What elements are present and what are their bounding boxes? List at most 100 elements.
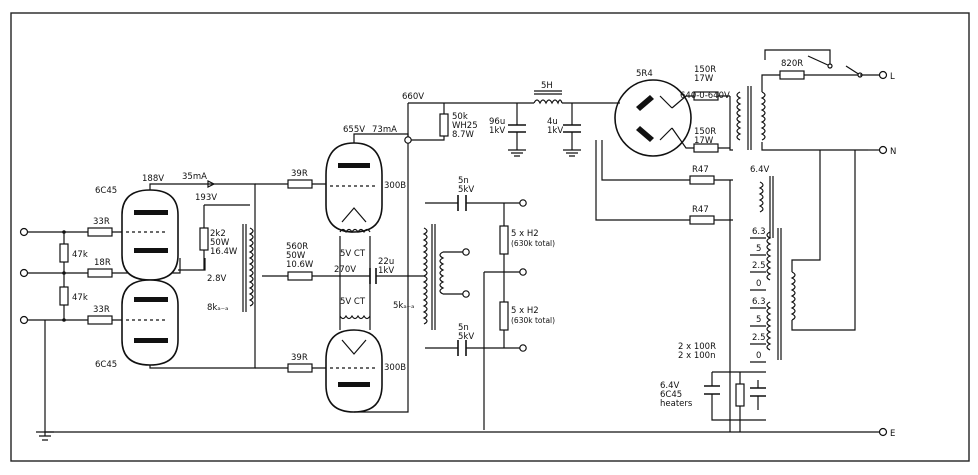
label-terminal-l: L xyxy=(890,72,895,82)
resistor-33r-bot xyxy=(87,315,113,325)
svg-text:6.3: 6.3 xyxy=(752,227,766,237)
label-5r4: 5R4 xyxy=(636,69,653,79)
label-660v: 660V xyxy=(402,92,424,102)
label-39r-bot: 39R xyxy=(291,353,308,363)
resistor-18r xyxy=(87,268,113,278)
label-560r: 560R xyxy=(286,242,308,252)
label-270v: 270V xyxy=(334,265,356,275)
label-5n-bot: 5n xyxy=(458,323,469,333)
label-47k-top: 47k xyxy=(72,250,88,260)
label-17w-top: 17W xyxy=(694,74,714,84)
tube-5r4: 5R4 xyxy=(614,69,692,157)
svg-text:2.5: 2.5 xyxy=(752,261,766,271)
heater-taps-lower: 6.3 5 2.5 0 xyxy=(750,297,766,363)
label-300b-lower: 300B xyxy=(384,363,406,373)
tube-300b-upper: 300B xyxy=(325,142,406,233)
label-terminal-e: E xyxy=(890,429,895,439)
label-188v: 188V xyxy=(142,174,164,184)
resistor-100r xyxy=(735,383,745,407)
resistor-150r-top xyxy=(693,91,719,101)
terminal-e xyxy=(878,427,888,437)
label-33r-top: 33R xyxy=(93,217,110,227)
switch-right xyxy=(845,65,861,76)
power-supply-section: 50k WH25 8.7W 96u 1kV 5H 4u 1kV 5R4 15 xyxy=(408,49,896,439)
power-transformer: 6.4V xyxy=(729,49,868,360)
label-8-7w: 8.7W xyxy=(452,130,475,140)
label-5n-top: 5n xyxy=(458,176,469,186)
label-1kv-a: 1kV xyxy=(378,266,394,276)
label-50k: 50k xyxy=(452,112,468,122)
label-6c45-upper: 6C45 xyxy=(95,186,117,196)
label-47k-bot: 47k xyxy=(72,293,88,303)
terminal-n xyxy=(878,145,888,155)
label-73ma: 73mA xyxy=(372,125,397,135)
tube-6c45-lower: 6C45 xyxy=(95,279,179,370)
output-transformer: 5kₐ₋ₐ xyxy=(393,224,470,330)
label-22u: 22u xyxy=(378,257,394,267)
tube-300b-lower: 300B xyxy=(325,329,406,413)
label-630k-top: (630k total) xyxy=(511,239,555,248)
input-terminal-top xyxy=(19,227,29,237)
label-17w-bot: 17W xyxy=(694,136,714,146)
label-150r-top: 150R xyxy=(694,65,716,75)
label-16-4w: 16.4W xyxy=(210,247,238,257)
label-heaters: heaters xyxy=(660,399,693,409)
label-heater-bot: 5V CT xyxy=(340,297,366,307)
label-6c45-lower: 6C45 xyxy=(95,360,117,370)
label-5xh2-top: 5 x H2 xyxy=(511,229,539,239)
label-33r-bot: 33R xyxy=(93,305,110,315)
label-6c45-h: 6C45 xyxy=(660,390,682,400)
label-2k2: 2k2 xyxy=(210,229,226,239)
resistor-r47-bot xyxy=(689,215,715,225)
label-r47-bot: R47 xyxy=(692,205,709,215)
label-150r-bot: 150R xyxy=(694,127,716,137)
resistor-2k2 xyxy=(199,227,209,251)
label-wh25: WH25 xyxy=(452,121,478,131)
input-terminal-bot xyxy=(19,315,29,325)
label-2-8v: 2.8V xyxy=(207,274,227,284)
resistor-33r-top xyxy=(87,227,113,237)
svg-text:6.3: 6.3 xyxy=(752,297,766,307)
label-50w-b: 50W xyxy=(286,251,306,261)
output-section: 39R 39R 560R 50W 10.6W 270V 300B 300B xyxy=(255,92,555,430)
svg-text:0: 0 xyxy=(756,279,761,289)
resistor-h2-top xyxy=(499,225,509,255)
label-6-4v-h: 6.4V xyxy=(660,381,680,391)
label-35ma: 35mA xyxy=(182,172,207,182)
terminal-l xyxy=(878,70,888,80)
label-193v: 193V xyxy=(195,193,217,203)
label-655v: 655V xyxy=(343,125,365,135)
label-6-4v: 6.4V xyxy=(750,165,770,175)
resistor-150r-bot xyxy=(693,143,719,153)
label-820r: 820R xyxy=(781,59,803,69)
label-4u: 4u xyxy=(547,117,558,127)
label-18r: 18R xyxy=(94,258,111,268)
input-section: 33R 18R 33R 47k 47k 6C45 6C45 xyxy=(19,172,880,441)
svg-text:2.5: 2.5 xyxy=(752,333,766,343)
label-1kv-c: 1kV xyxy=(547,126,563,136)
label-96u: 96u xyxy=(489,117,505,127)
resistor-39r-top xyxy=(287,179,313,189)
resistor-47k-top xyxy=(59,243,69,263)
label-39r-top: 39R xyxy=(291,169,308,179)
label-r47-top: R47 xyxy=(692,165,709,175)
label-1kv-b: 1kV xyxy=(489,126,505,136)
label-50w-a: 50W xyxy=(210,238,230,248)
resistor-47k-bot xyxy=(59,286,69,306)
switch-top xyxy=(807,55,831,67)
tube-6c45-upper: 6C45 xyxy=(95,186,179,281)
label-5xh2-bot: 5 x H2 xyxy=(511,306,539,316)
label-5kv-bot: 5kV xyxy=(458,332,474,342)
svg-text:0: 0 xyxy=(756,351,761,361)
label-8k: 8kₐ₋ₐ xyxy=(207,303,228,313)
label-5h: 5H xyxy=(541,81,553,91)
label-5k: 5kₐ₋ₐ xyxy=(393,301,414,311)
frame xyxy=(10,12,970,462)
label-2x100r: 2 x 100R xyxy=(678,342,716,352)
label-heater-top: 5V CT xyxy=(340,249,366,259)
label-640v: 640-0-640V xyxy=(680,91,730,101)
resistor-50k xyxy=(439,113,449,137)
svg-text:5: 5 xyxy=(756,315,761,325)
resistor-39r-bot xyxy=(287,363,313,373)
